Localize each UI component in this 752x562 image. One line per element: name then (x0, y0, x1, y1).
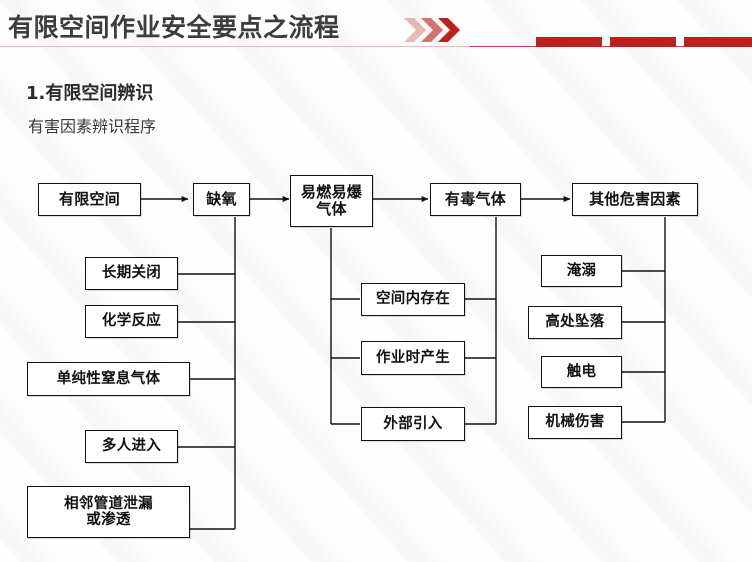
flow-node-electric-shock[interactable]: 触电 (541, 356, 622, 388)
flow-node-drowning[interactable]: 淹溺 (541, 255, 622, 287)
header-accent-block-3 (684, 37, 752, 47)
flow-node-flammable-explosive-gas[interactable]: 易燃易爆 气体 (290, 175, 373, 227)
flow-node-toxic-gas[interactable]: 有毒气体 (430, 183, 521, 216)
flow-node-long-term-closure[interactable]: 长期关闭 (85, 257, 178, 290)
flow-node-chemical-reaction[interactable]: 化学反应 (85, 305, 178, 338)
flow-node-multiple-persons-entry[interactable]: 多人进入 (85, 430, 178, 463)
double-chevron-right-icon (404, 17, 466, 43)
flow-node-mechanical-injury[interactable]: 机械伤害 (528, 406, 622, 439)
flow-node-simple-asphyxiant-gas[interactable]: 单纯性窒息气体 (27, 362, 190, 396)
flow-node-oxygen-deficiency[interactable]: 缺氧 (193, 183, 250, 216)
section-heading: 1.有限空间辨识 (26, 83, 154, 104)
header-accent-block-1 (536, 37, 602, 47)
flow-node-generated-during-work[interactable]: 作业时产生 (361, 341, 465, 375)
page-title: 有限空间作业安全要点之流程 (8, 13, 340, 42)
flow-node-fall-from-height[interactable]: 高处坠落 (528, 306, 622, 339)
flow-node-adjacent-pipe-leak[interactable]: 相邻管道泄漏 或渗透 (27, 486, 190, 538)
flow-node-present-in-space[interactable]: 空间内存在 (361, 283, 465, 316)
flow-node-confined-space[interactable]: 有限空间 (38, 183, 141, 216)
flow-node-introduced-externally[interactable]: 外部引入 (361, 407, 465, 441)
section-subheading: 有害因素辨识程序 (28, 117, 157, 136)
flow-node-other-hazards[interactable]: 其他危害因素 (572, 183, 698, 216)
header-divider-line (0, 46, 752, 47)
slide-header: 有限空间作业安全要点之流程 (0, 0, 752, 52)
header-accent-block-2 (610, 37, 676, 47)
